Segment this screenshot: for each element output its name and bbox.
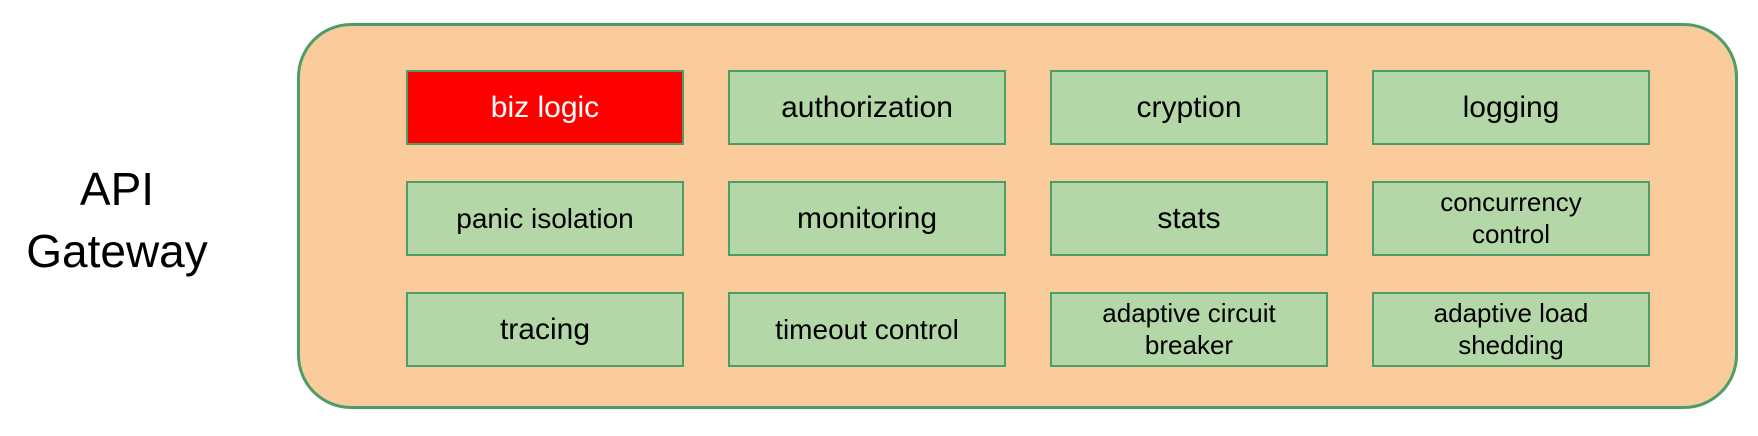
- component-panic-isolation: panic isolation: [406, 181, 684, 256]
- component-authorization: authorization: [728, 70, 1006, 145]
- component-timeout-control: timeout control: [728, 292, 1006, 367]
- component-cryption: cryption: [1050, 70, 1328, 145]
- component-logging: logging: [1372, 70, 1650, 145]
- component-monitoring: monitoring: [728, 181, 1006, 256]
- component-adaptive-load-shedding: adaptive load shedding: [1372, 292, 1650, 367]
- component-tracing: tracing: [406, 292, 684, 367]
- components-grid: biz logic authorization cryption logging…: [406, 70, 1650, 367]
- api-gateway-label: API Gateway: [26, 163, 208, 277]
- component-biz-logic: biz logic: [406, 70, 684, 145]
- api-gateway-container: biz logic authorization cryption logging…: [297, 23, 1738, 409]
- component-concurrency-control: concurrency control: [1372, 181, 1650, 256]
- component-adaptive-circuit-breaker: adaptive circuit breaker: [1050, 292, 1328, 367]
- component-stats: stats: [1050, 181, 1328, 256]
